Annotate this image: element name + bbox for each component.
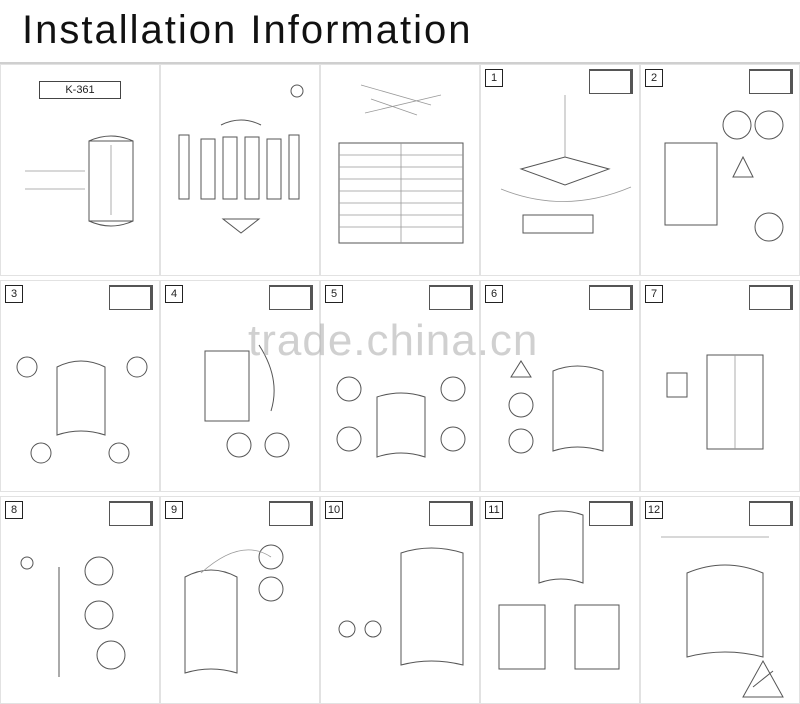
step-8-illustration (20, 556, 126, 677)
step-7-illustration (666, 354, 764, 450)
step-9-illustration (184, 544, 284, 674)
step-number: 3 (5, 285, 23, 303)
panel-step-1: 1 (480, 64, 640, 276)
step-3-illustration (16, 356, 148, 464)
step-number: 1 (485, 69, 503, 87)
panel-parts-list (320, 64, 480, 276)
detail-inset (749, 501, 793, 526)
watermark-text: trade.china.cn (248, 316, 539, 365)
parts-illustration (178, 84, 304, 234)
detail-inset (109, 501, 153, 526)
step-number: 7 (645, 285, 663, 303)
panel-step-8: 8 (0, 496, 160, 704)
warning-triangle-icon (742, 659, 784, 698)
detail-inset (429, 501, 473, 526)
step-10-illustration (338, 547, 464, 666)
step-number: 8 (5, 501, 23, 519)
step-11-illustration (498, 510, 620, 670)
step-number: 6 (485, 285, 503, 303)
page-title: Installation Information (22, 8, 473, 52)
detail-inset (749, 285, 793, 310)
step-4-illustration (204, 344, 290, 458)
panel-step-11: 11 (480, 496, 640, 704)
panel-step-6: 6 (480, 280, 640, 492)
step-12-illustration (661, 536, 784, 698)
detail-inset (589, 501, 633, 526)
step-number: 9 (165, 501, 183, 519)
model-number: K-361 (39, 81, 121, 99)
step-5-illustration (336, 376, 466, 458)
step-6-illustration (508, 360, 604, 454)
detail-inset (429, 285, 473, 310)
panel-step-3: 3 (0, 280, 160, 492)
step-number: 11 (485, 501, 503, 519)
panel-step-10: 10 (320, 496, 480, 704)
detail-inset (109, 285, 153, 310)
panel-parts-overview (160, 64, 320, 276)
step-number: 4 (165, 285, 183, 303)
panel-step-5: 5 (320, 280, 480, 492)
parts-table-illustration (338, 84, 464, 244)
page-header: Installation Information (0, 0, 800, 64)
step-number: 5 (325, 285, 343, 303)
step-number: 12 (645, 501, 663, 519)
detail-inset (749, 69, 793, 94)
panel-step-7: 7 (640, 280, 800, 492)
panel-step-4: 4 (160, 280, 320, 492)
step-1-illustration (500, 95, 632, 234)
instruction-grid: K-361 (0, 64, 800, 704)
panel-step-2: 2 (640, 64, 800, 276)
detail-inset (269, 285, 313, 310)
panel-step-12: 12 (640, 496, 800, 704)
detail-inset (269, 501, 313, 526)
detail-inset (589, 285, 633, 310)
panel-step-9: 9 (160, 496, 320, 704)
step-number: 10 (325, 501, 343, 519)
step-2-illustration (664, 110, 784, 242)
panel-cover: K-361 (0, 64, 160, 276)
step-number: 2 (645, 69, 663, 87)
shower-cabin-illustration (25, 135, 134, 227)
detail-inset (589, 69, 633, 94)
